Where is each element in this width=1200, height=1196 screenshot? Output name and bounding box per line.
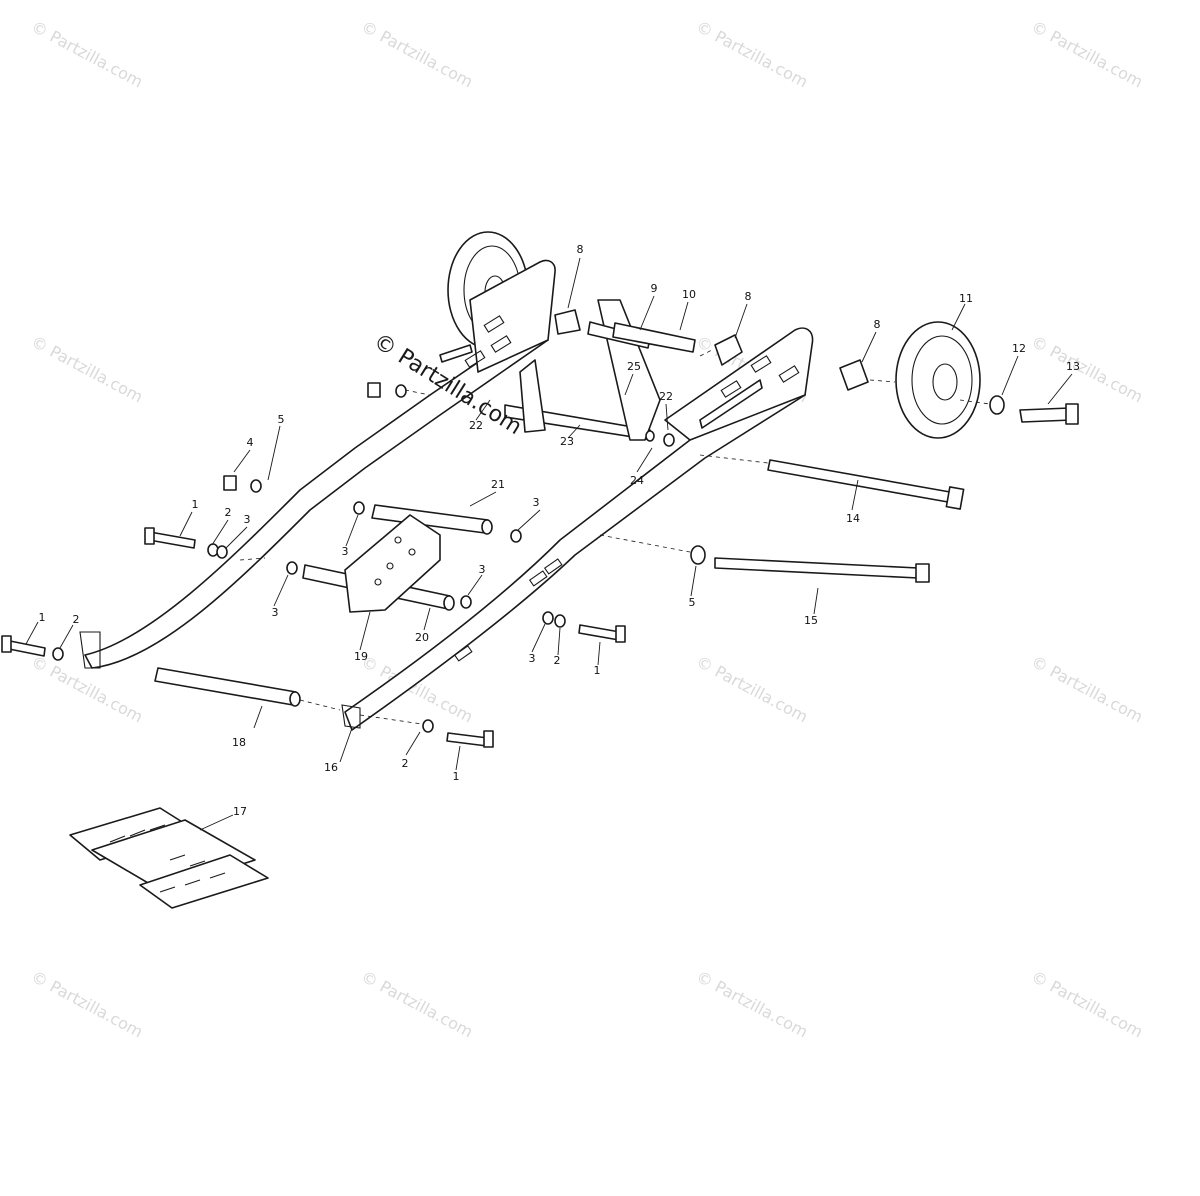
watermark: © Partzilla.com	[1028, 332, 1146, 407]
watermark: © Partzilla.com	[28, 652, 146, 727]
watermark: © Partzilla.com	[28, 332, 146, 407]
callout-labels: 8 9 10 8 11 8 12 13 25 22 22 23 24 4 5 2…	[39, 243, 1081, 818]
callout-5: 5	[689, 596, 696, 609]
callout-12: 12	[1012, 342, 1026, 355]
callout-2: 2	[73, 613, 80, 626]
callout-17: 17	[233, 805, 247, 818]
idler-wheel	[895, 321, 981, 439]
callout-23: 23	[560, 435, 574, 448]
alignment-lines	[239, 349, 991, 725]
bushings-upper	[554, 309, 1079, 425]
callout-3: 3	[244, 513, 251, 526]
long-bolts	[690, 459, 965, 583]
watermark: © Partzilla.com	[28, 17, 146, 92]
callout-22: 22	[659, 390, 673, 403]
callout-2: 2	[225, 506, 232, 519]
callout-21: 21	[491, 478, 505, 491]
callout-24: 24	[630, 474, 644, 487]
callout-11: 11	[959, 292, 973, 305]
callout-8: 8	[745, 290, 752, 303]
watermark: © Partzilla.com	[28, 967, 146, 1042]
callout-25: 25	[627, 360, 641, 373]
callout-1: 1	[453, 770, 460, 783]
left-rail	[79, 259, 556, 669]
callout-2: 2	[402, 757, 409, 770]
callout-22: 22	[469, 419, 483, 432]
callout-3: 3	[272, 606, 279, 619]
callout-2: 2	[554, 654, 561, 667]
shock-bracket	[344, 514, 441, 613]
callout-leaders	[25, 257, 1073, 831]
callout-8: 8	[874, 318, 881, 331]
callout-3: 3	[533, 496, 540, 509]
callout-16: 16	[324, 761, 338, 774]
wear-strip-assembly	[69, 807, 269, 909]
callout-4: 4	[247, 436, 254, 449]
watermark: © Partzilla.com	[358, 967, 476, 1042]
callout-3: 3	[529, 652, 536, 665]
callout-1: 1	[594, 664, 601, 677]
watermark: © Partzilla.com	[358, 17, 476, 92]
callout-1: 1	[39, 611, 46, 624]
callout-9: 9	[651, 282, 658, 295]
callout-5: 5	[278, 413, 285, 426]
callout-13: 13	[1066, 360, 1080, 373]
callout-3: 3	[479, 563, 486, 576]
callout-18: 18	[232, 736, 246, 749]
hardware	[1, 344, 675, 748]
watermark: © Partzilla.com	[1028, 967, 1146, 1042]
callout-3: 3	[342, 545, 349, 558]
watermark: © Partzilla.com	[693, 967, 811, 1042]
callout-8: 8	[577, 243, 584, 256]
callout-1: 1	[192, 498, 199, 511]
callout-19: 19	[354, 650, 368, 663]
watermark: © Partzilla.com	[1028, 17, 1146, 92]
callout-20: 20	[415, 631, 429, 644]
watermark: © Partzilla.com	[1028, 652, 1146, 727]
callout-14: 14	[846, 512, 860, 525]
watermark: © Partzilla.com	[693, 652, 811, 727]
right-rail	[341, 327, 814, 731]
callout-10: 10	[682, 288, 696, 301]
callout-15: 15	[804, 614, 818, 627]
watermark: © Partzilla.com	[693, 17, 811, 92]
